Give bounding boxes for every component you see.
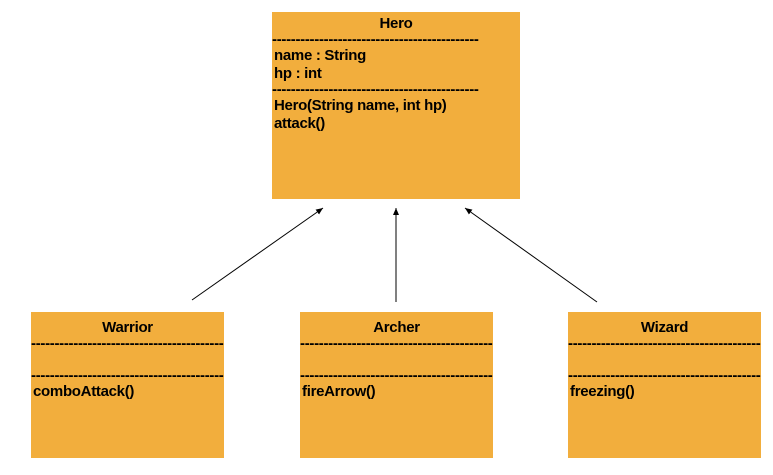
wizard-class-name: Wizard [640,319,689,336]
wizard-method-freezing: freezing() [570,383,635,400]
wizard-attributes-divider: ----------------------------------------… [568,337,761,351]
hero-methods-divider: ----------------------------------------… [272,83,479,97]
archer-attributes-divider: ----------------------------------------… [300,337,493,351]
wizard-attributes-empty [568,351,761,369]
warrior-methods-divider: ----------------------------------------… [31,369,224,383]
archer-class-box: Archer ---------------------------------… [300,312,493,458]
archer-method-fire-arrow: fireArrow() [302,383,376,400]
hero-method-attack: attack() [274,115,325,132]
hero-attribute-hp: hp : int [274,65,322,82]
warrior-to-hero-arrow [191,207,324,301]
hero-class-box: Hero -----------------------------------… [272,12,520,199]
archer-attributes-empty [300,351,493,369]
hero-attributes-divider: ----------------------------------------… [272,33,479,47]
hero-attribute-name: name : String [274,47,366,64]
wizard-class-box: Wizard ---------------------------------… [568,312,761,458]
wizard-methods-divider: ----------------------------------------… [568,369,761,383]
warrior-class-name: Warrior [102,319,153,336]
hero-method-constructor: Hero(String name, int hp) [274,97,447,114]
warrior-attributes-divider: ----------------------------------------… [31,337,224,351]
wizard-to-hero-arrow [464,207,598,303]
archer-methods-divider: ----------------------------------------… [300,369,493,383]
archer-class-name: Archer [373,319,420,336]
warrior-method-combo-attack: comboAttack() [33,383,135,400]
warrior-attributes-empty [31,351,224,369]
hero-class-name: Hero [379,15,413,32]
warrior-class-box: Warrior --------------------------------… [31,312,224,458]
